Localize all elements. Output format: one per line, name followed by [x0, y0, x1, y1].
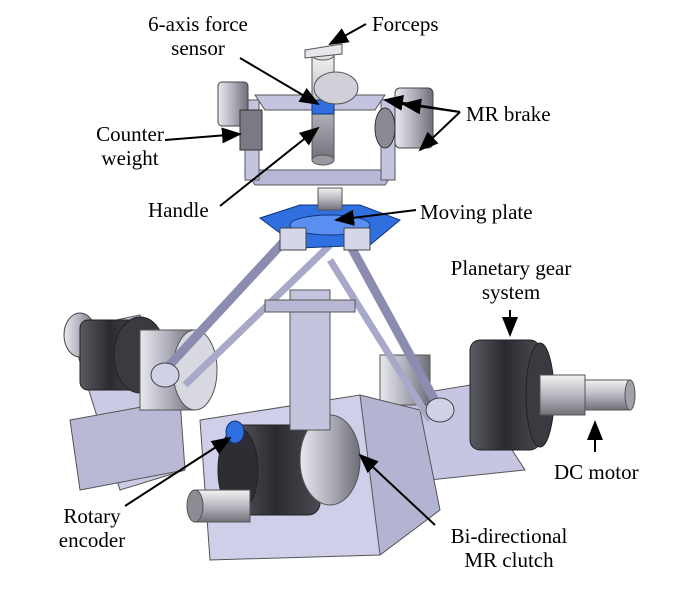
handle-assembly — [217, 43, 434, 211]
label-handle: Handle — [148, 198, 209, 222]
label-rotary-encoder: Rotary encoder — [42, 504, 142, 552]
left-clutch-assembly — [63, 312, 218, 491]
leader-moving-plate — [334, 209, 417, 226]
front-clutch-assembly — [186, 394, 441, 561]
label-mr-clutch-line1: Bi-directional — [450, 524, 568, 548]
label-planetary-gear-line1: Planetary gear — [450, 256, 572, 280]
label-planetary-gear-line2: system — [481, 280, 541, 304]
label-mr-clutch: Bi-directional MR clutch — [434, 524, 584, 572]
leader-mr-brake-3 — [383, 94, 461, 113]
leader-counter-weight — [164, 127, 242, 144]
label-counter-weight-line2: weight — [101, 146, 159, 170]
label-planetary-gear: Planetary gear system — [438, 256, 584, 304]
moving-plate — [258, 204, 401, 251]
label-rotary-encoder-line1: Rotary — [63, 504, 121, 528]
label-mr-clutch-line2: MR clutch — [464, 548, 554, 572]
label-counter-weight-line1: Counter — [96, 122, 164, 146]
label-counter-weight: Counter weight — [80, 122, 180, 170]
label-mr-brake: MR brake — [466, 102, 551, 126]
label-force-sensor: 6-axis force sensor — [128, 12, 268, 60]
leader-rotary-encoder — [124, 436, 232, 507]
leader-forceps — [328, 23, 367, 45]
label-dc-motor: DC motor — [554, 460, 639, 484]
parallel-links — [150, 231, 455, 431]
label-force-sensor-line1: 6-axis force — [148, 12, 248, 36]
label-forceps: Forceps — [372, 12, 439, 36]
label-rotary-encoder-line2: encoder — [58, 528, 126, 552]
leader-mr-clutch — [358, 453, 436, 526]
label-moving-plate: Moving plate — [420, 200, 533, 224]
leader-handle — [219, 126, 320, 207]
leader-lines — [124, 23, 603, 526]
leader-force-sensor — [239, 57, 320, 106]
label-force-sensor-line2: sensor — [171, 36, 225, 60]
leader-mr-brake-2 — [418, 111, 461, 152]
